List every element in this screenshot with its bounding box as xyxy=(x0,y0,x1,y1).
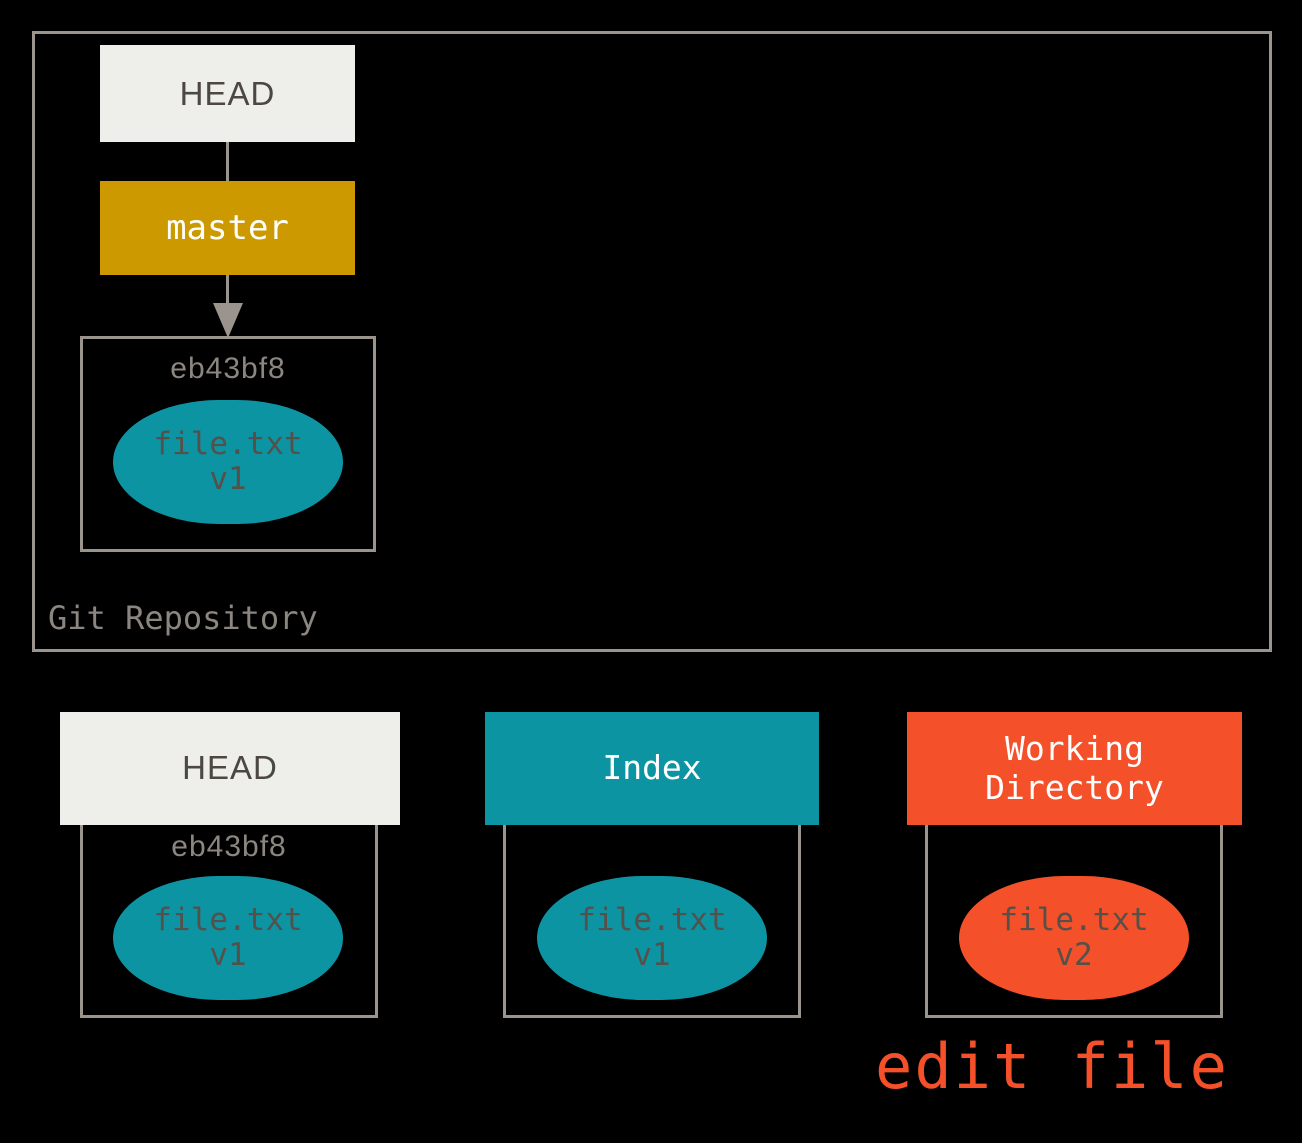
stage-head-sha: eb43bf8 xyxy=(171,830,287,863)
repo-head-ref-label: HEAD xyxy=(179,74,276,112)
stage-head-file-name: file.txt xyxy=(153,902,303,939)
repo-commit-sha: eb43bf8 xyxy=(170,352,286,385)
stage-working-directory-file-version: v2 xyxy=(1055,937,1093,973)
stage-working-directory-header[interactable]: Working Directory xyxy=(907,712,1242,825)
stage-working-directory-header-label: Working Directory xyxy=(985,728,1164,807)
repo-commit-file-blob[interactable]: file.txt v1 xyxy=(113,400,343,524)
stage-index-header-label: Index xyxy=(602,748,702,788)
stage-index-header[interactable]: Index xyxy=(485,712,819,825)
arrow-master-to-commit-shaft xyxy=(226,275,229,305)
repo-commit-file-version: v1 xyxy=(209,461,247,497)
stage-working-directory-container xyxy=(925,825,1223,1018)
repo-commit-box[interactable]: eb43bf8 xyxy=(80,336,376,552)
git-repository-label: Git Repository xyxy=(48,599,318,637)
stage-index-file-blob[interactable]: file.txt v1 xyxy=(537,876,767,1000)
git-repository-frame xyxy=(32,31,1272,652)
stage-head-file-blob[interactable]: file.txt v1 xyxy=(113,876,343,1000)
connector-head-to-master xyxy=(226,142,229,182)
stage-head-file-version: v1 xyxy=(209,937,247,973)
repo-head-ref-box[interactable]: HEAD xyxy=(100,45,355,142)
stage-index-file-name: file.txt xyxy=(577,902,727,939)
stage-index-container xyxy=(503,825,801,1018)
action-caption: edit file xyxy=(875,1030,1229,1103)
repo-branch-ref-box[interactable]: master xyxy=(100,181,355,275)
arrow-master-to-commit-head-icon xyxy=(213,303,243,338)
repo-branch-ref-label: master xyxy=(166,208,289,248)
stage-index-file-version: v1 xyxy=(633,937,671,973)
stage-head-container xyxy=(80,825,378,1018)
stage-head-header[interactable]: HEAD xyxy=(60,712,400,825)
stage-head-header-label: HEAD xyxy=(182,749,278,787)
stage-working-directory-file-name: file.txt xyxy=(999,902,1149,939)
stage-working-directory-file-blob[interactable]: file.txt v2 xyxy=(959,876,1189,1000)
repo-commit-file-name: file.txt xyxy=(153,426,303,463)
